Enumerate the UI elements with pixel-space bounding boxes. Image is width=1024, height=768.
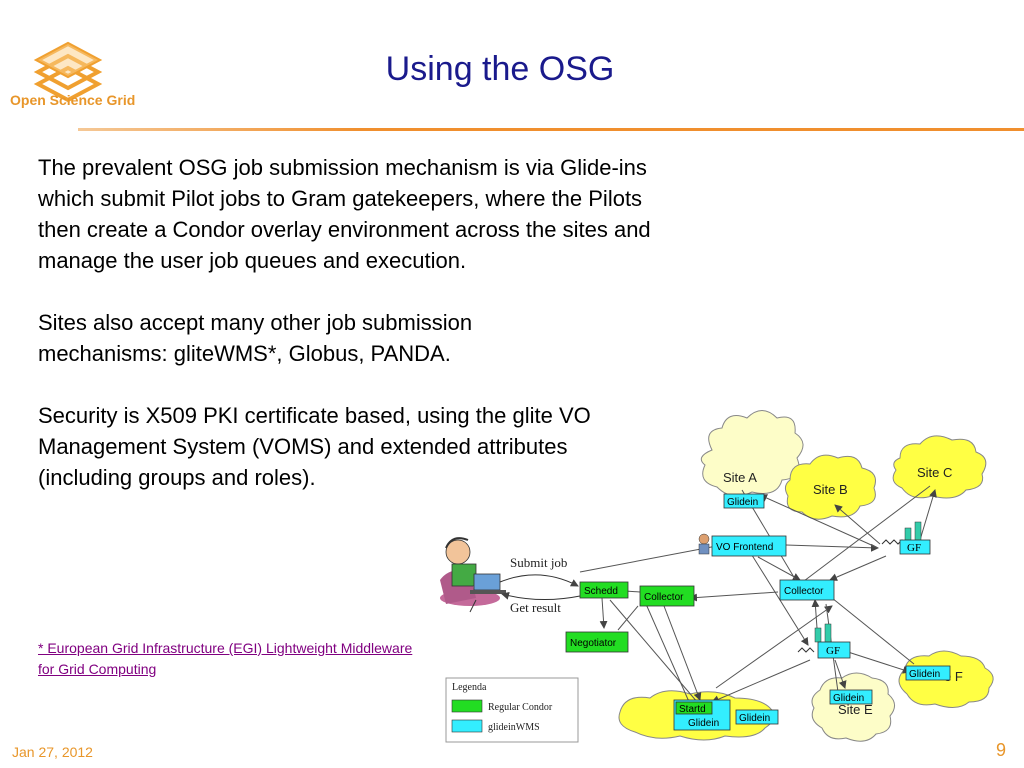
svg-text:Negotiator: Negotiator [570,638,617,649]
svg-text:Submit job: Submit job [510,555,567,570]
glidein-d-box: Glidein [735,709,779,725]
site-e-label: Site E [838,702,873,717]
glidein-a-box: Glidein [723,493,765,509]
svg-text:Schedd: Schedd [584,586,618,597]
site-b-label: Site B [813,482,848,497]
page-number: 9 [996,740,1007,760]
gf-top-icon: GF [881,521,931,555]
site-e-cloud: Site E [811,672,895,742]
site-a-label: Site A [723,470,757,485]
svg-text:Legenda: Legenda [452,682,487,693]
logo-text: Open Science Grid [10,92,136,108]
paragraph-security: Security is X509 PKI certificate based, … [38,403,591,490]
body-text: The prevalent OSG job submission mechani… [38,152,678,524]
get-result-arrow: Get result [501,591,581,615]
diagram-legend: Legenda Regular Condor glideinWMS [445,677,579,743]
svg-text:GF: GF [826,645,840,657]
glidein-e-box: Glidein [829,689,873,705]
site-c-label: Site C [917,465,952,480]
startd-glidein-box: Startd Glidein [673,699,731,731]
svg-text:VO Frontend: VO Frontend [716,542,773,553]
svg-text:GF: GF [907,542,921,554]
gf-mid-icon: GF [797,623,851,659]
svg-text:Glidein: Glidein [909,669,940,680]
svg-text:Startd: Startd [679,704,706,715]
svg-text:Glidein: Glidein [739,713,770,724]
footnote-link[interactable]: * European Grid Infrastructure (EGI) Lig… [38,640,413,677]
glidein-f-box: Glidein [905,665,951,681]
vo-frontend-user-icon [698,533,710,555]
page-title: Using the OSG [385,50,615,88]
svg-text:Regular Condor: Regular Condor [488,702,553,713]
collector-cyan-box: Collector [779,579,835,601]
svg-text:Glidein: Glidein [833,693,864,704]
schedd-box: Schedd [579,581,629,599]
title-divider [78,128,1024,131]
svg-text:Collector: Collector [644,592,684,603]
site-a-cloud: Site A [700,410,804,497]
svg-text:glideinWMS: glideinWMS [488,722,540,733]
svg-text:Glidein: Glidein [727,497,758,508]
svg-text:Get result: Get result [510,600,561,615]
negotiator-box: Negotiator [565,631,629,653]
paragraph-glideins: The prevalent OSG job submission mechani… [38,155,651,273]
site-b-cloud: Site B [784,454,876,520]
svg-text:Glidein: Glidein [688,718,719,729]
collector-green-box: Collector [639,585,695,607]
user-at-computer-icon [440,537,506,613]
paragraph-mechanisms: Sites also accept many other job submiss… [38,310,473,366]
footer-date: Jan 27, 2012 [12,744,93,760]
submit-job-arrow: Submit job [499,555,579,587]
svg-text:Collector: Collector [784,586,824,597]
site-c-cloud: Site C [892,435,987,499]
vo-frontend-box: VO Frontend [711,535,787,557]
osg-logo-icon [33,41,103,103]
